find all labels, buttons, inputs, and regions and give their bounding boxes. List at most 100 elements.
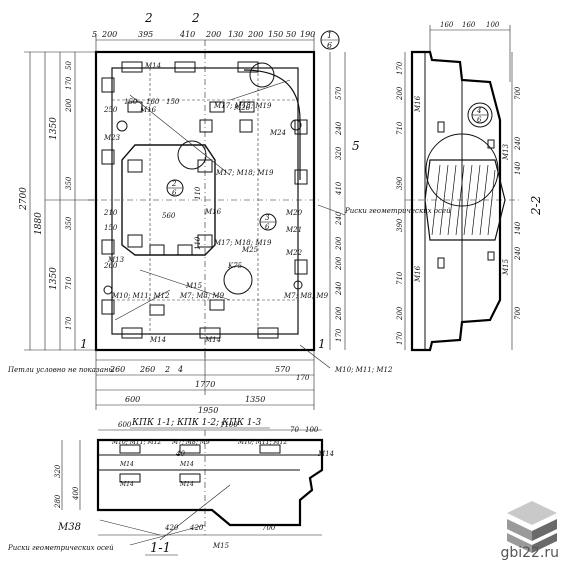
section-mark-right: 1 [318, 337, 326, 351]
inner-dim: 260 [103, 262, 118, 270]
circle-ref-num: 3 [265, 214, 270, 222]
plate [177, 244, 193, 256]
leader-line [139, 269, 231, 301]
watermark-text: gbi22.ru [500, 545, 559, 561]
side-top-dim: 160 [462, 21, 476, 29]
plan-view [88, 40, 322, 360]
dim-bottom: 1350 [245, 395, 265, 404]
side-seg: 170 [396, 61, 404, 75]
elev-bottom-dim: 700 [262, 524, 276, 532]
mark-label: M16 [139, 106, 157, 114]
dim-top: 130 [228, 30, 243, 39]
note-geometric-axes-bottom: Риски геометрических осей [7, 544, 114, 552]
elev-mark: M15 [212, 542, 230, 550]
plan-central-shaft [121, 144, 216, 256]
mark-m38: M38 [57, 522, 81, 533]
side-seg: 200 [396, 306, 404, 321]
dim-left-overall: 2700 [19, 187, 29, 211]
mark-label: M13 [107, 256, 125, 264]
plate [101, 77, 115, 93]
side-seg: 390 [396, 176, 404, 190]
plate [209, 101, 225, 113]
dim-top: 410 [179, 30, 195, 39]
elev-left-dim: 280 [54, 494, 62, 509]
mark-label: M25 [241, 246, 259, 254]
dim-left-seg: 200 [65, 98, 73, 113]
side-mark: M16 [414, 95, 422, 113]
section-mark-left: 1 [80, 337, 88, 351]
mark-label: M20 [285, 209, 303, 217]
plate [294, 119, 308, 135]
elev-left-dim: 400 [72, 486, 80, 501]
mark-label: M22 [285, 249, 303, 257]
plate [121, 61, 143, 73]
circle-ref-num: 1 [327, 31, 332, 40]
elev-mark: M14 [179, 461, 194, 468]
mark-label: M23 [103, 134, 121, 142]
elev-mark: M14 [119, 481, 134, 488]
elev-mark: M14 [179, 481, 194, 488]
side-seg: 390 [396, 218, 404, 232]
plate [101, 299, 115, 315]
plate [294, 259, 308, 275]
hole [290, 119, 302, 131]
dim-right-seg: 410 [335, 181, 343, 196]
dim-bottom-overall: 1950 [198, 406, 218, 415]
dim-top: 200 [247, 30, 263, 39]
mark-label: M17; M18; M19 [213, 239, 272, 247]
side-seg: 170 [396, 331, 404, 345]
inner-dim: 250 [103, 106, 118, 114]
side-mark: M13 [502, 143, 510, 161]
dim-right-seg: 200 [335, 236, 343, 251]
elevation-outline [96, 438, 324, 527]
curved-wall [243, 69, 301, 180]
plate [121, 327, 143, 339]
inner-dim: 150 [166, 98, 180, 106]
circle-ref-num: 2 [171, 180, 177, 188]
dim-bottom: 1770 [195, 380, 215, 389]
inner-dim: 210 [103, 209, 118, 217]
side-right-dim: 700 [514, 306, 522, 320]
mark-label: M24 [269, 129, 286, 137]
mark-label: M10; M11; M12 [334, 366, 393, 374]
detail-circle [223, 265, 253, 295]
plate [237, 61, 259, 73]
side-right-dim: 240 [514, 136, 522, 151]
detail-circle [249, 62, 275, 88]
elev-top-dim: 1100 [220, 421, 238, 429]
mark-label: M17; M18; M19 [215, 169, 274, 177]
dim-left-lower: 1350 [49, 267, 59, 290]
elev-mark: M10; M11; M12 [237, 439, 287, 446]
elev-left-dim: 320 [54, 464, 62, 478]
plate [127, 101, 143, 113]
plan-dimension-lines [24, 34, 346, 410]
side-view [404, 25, 520, 352]
dim-top: 50 [286, 30, 296, 39]
elev-mark: M14 [317, 450, 334, 458]
side-seg: 710 [396, 271, 404, 285]
inner-dim: 150 [124, 98, 138, 106]
plate [199, 327, 221, 339]
dim-right-seg: 240 [335, 281, 343, 296]
elev-mark: M7; M8; M9 [171, 439, 210, 446]
plate [209, 299, 225, 311]
mark-label: M7; M8; M9 [179, 292, 225, 300]
mark-label: M7; M8; M9 [283, 292, 329, 300]
plate [127, 159, 143, 173]
dim-top: 200 [205, 30, 221, 39]
circle-ref-den: 6 [477, 116, 482, 124]
section-ref-top-mark: 2 [191, 11, 200, 25]
dim-bottom-small: 4 [177, 365, 183, 374]
plate [239, 119, 253, 133]
dim-top: 395 [138, 30, 153, 39]
dim-top: 200 [101, 30, 117, 39]
side-view-outline [410, 50, 502, 352]
section-mark-5: 5 [352, 139, 360, 153]
hole [116, 120, 128, 132]
elev-mark: M10; M11; M12 [111, 439, 161, 446]
dim-bottom: 260 [139, 365, 155, 374]
plate [101, 149, 115, 165]
plate [257, 327, 279, 339]
dim-bottom: 570 [275, 365, 290, 374]
